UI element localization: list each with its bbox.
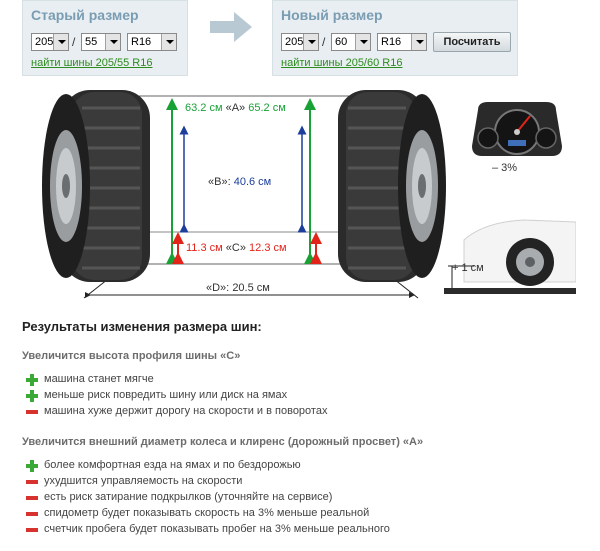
new-size-panel: Новый размер 205 / 60 R16 Посчитать найт…	[272, 0, 518, 76]
tire-comparison-diagram: 63.2 см «A» 65.2 см «B»: 40.6 см 11.3 см…	[40, 88, 460, 302]
old-find-tires-link[interactable]: найти шины 205/55 R16	[31, 57, 153, 69]
minus-icon	[26, 508, 38, 520]
size-selector-band: Старый размер 205 / 55 R16 найти шины 20…	[0, 0, 600, 84]
section-title-diameter: Увеличится внешний диаметр колеса и клир…	[22, 436, 424, 448]
arrow-right-icon	[210, 12, 252, 42]
slash-separator: /	[72, 35, 76, 49]
dimension-b-label: «B»: 40.6 см	[208, 176, 272, 188]
dimension-d-label: «D»: 20.5 см	[206, 282, 270, 294]
dimension-c-label: 11.3 см «C» 12.3 см	[186, 242, 287, 254]
old-tire-image	[42, 90, 150, 282]
minus-icon	[26, 406, 38, 418]
chevron-down-icon	[355, 34, 370, 50]
new-size-title: Новый размер	[281, 7, 383, 23]
plus-icon	[26, 460, 38, 472]
plus-icon	[26, 374, 38, 386]
dimension-a-label: 63.2 см «A» 65.2 см	[185, 102, 286, 114]
new-tire-image	[338, 90, 446, 282]
section-title-profile: Увеличится высота профиля шины «С»	[22, 350, 241, 362]
plus-icon	[26, 390, 38, 402]
old-size-title: Старый размер	[31, 7, 139, 23]
speed-change-label: – 3%	[492, 162, 518, 174]
old-width-select[interactable]: 205	[31, 33, 69, 51]
slash-separator: /	[322, 35, 326, 49]
new-profile-select[interactable]: 60	[331, 33, 371, 51]
chevron-down-icon	[105, 34, 120, 50]
new-rim-select[interactable]: R16	[377, 33, 427, 51]
minus-icon	[26, 476, 38, 488]
clearance-change-label: + 1 см	[452, 262, 484, 274]
old-profile-select[interactable]: 55	[81, 33, 121, 51]
new-find-tires-link[interactable]: найти шины 205/60 R16	[281, 57, 403, 69]
speedometer-icon	[472, 102, 562, 156]
new-width-select[interactable]: 205	[281, 33, 319, 51]
old-size-panel: Старый размер 205 / 55 R16 найти шины 20…	[22, 0, 188, 76]
calculate-button[interactable]: Посчитать	[433, 32, 511, 52]
old-rim-select[interactable]: R16	[127, 33, 177, 51]
chevron-down-icon	[53, 34, 68, 50]
minus-icon	[26, 492, 38, 504]
results-title: Результаты изменения размера шин:	[22, 319, 262, 334]
chevron-down-icon	[303, 34, 318, 50]
chevron-down-icon	[411, 34, 426, 50]
chevron-down-icon	[161, 34, 176, 50]
car-clearance-image	[444, 219, 576, 294]
minus-icon	[26, 524, 38, 536]
